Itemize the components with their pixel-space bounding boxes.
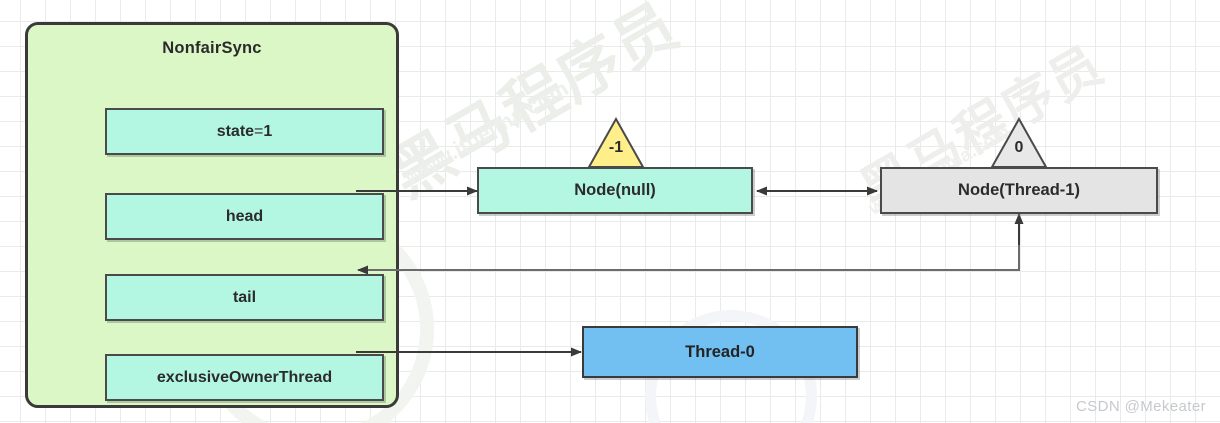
node-thread1-box[interactable]: Node(Thread-1)	[880, 167, 1158, 214]
field-state-name: state	[216, 122, 255, 140]
edge-node-thread1-to-tail	[357, 216, 1020, 275]
node-null-box[interactable]: Node(null)	[477, 167, 753, 214]
waitstatus-badge-node-thread1: 0	[990, 117, 1048, 169]
field-state-equals: =	[254, 122, 264, 140]
nonfairsync-panel: NonfairSync state = 1 head tail exclusiv…	[25, 22, 399, 408]
csdn-credit: CSDN @Mekeater	[1075, 398, 1206, 415]
page-title: NonfairSync	[162, 39, 262, 57]
node-thread1-label: Node(Thread-1)	[958, 181, 1080, 199]
field-state-value: 1	[263, 122, 273, 140]
waitstatus-value-node-thread1: 0	[1014, 139, 1024, 156]
field-head-label: head	[225, 207, 264, 225]
thread-0-box[interactable]: Thread-0	[582, 326, 858, 378]
field-exclusive-owner-thread[interactable]: exclusiveOwnerThread	[105, 354, 384, 401]
field-exclusive-owner-thread-label: exclusiveOwnerThread	[156, 368, 333, 386]
waitstatus-value-node-null: -1	[608, 139, 624, 156]
field-state[interactable]: state = 1	[105, 108, 384, 155]
node-null-label: Node(null)	[574, 181, 656, 199]
waitstatus-badge-node-null: -1	[587, 117, 645, 169]
thread-0-label: Thread-0	[685, 342, 755, 361]
field-tail[interactable]: tail	[105, 274, 384, 321]
field-head[interactable]: head	[105, 193, 384, 240]
field-tail-label: tail	[232, 288, 257, 306]
